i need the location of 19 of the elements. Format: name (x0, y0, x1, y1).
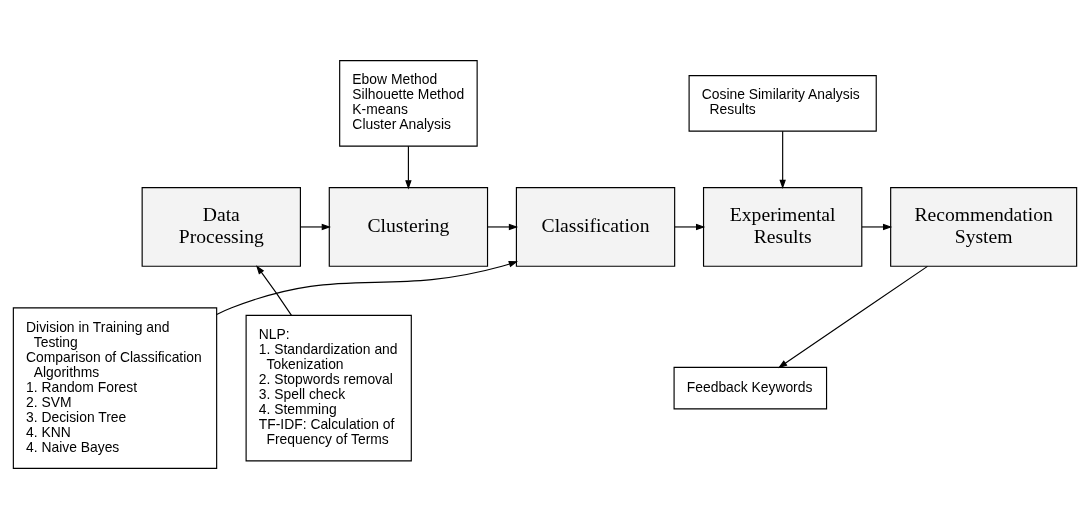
node-box: Cosine Similarity Analysis Results (688, 74, 877, 132)
node-box: Division in Training and Testing Comparison of Classification Algorithms 1. Random Forest 2. SVM 3. Decision Tree 4. KNN 4. Naive Bayes (12, 306, 218, 469)
node-box: Classification (515, 186, 676, 267)
arrow (674, 223, 706, 230)
arrow (777, 265, 929, 368)
arrow (861, 223, 893, 230)
node-box: Ebow Method Silhouette Method K-means Cluster Analysis (339, 59, 478, 147)
node-box: Clustering (328, 186, 489, 267)
arrow (405, 145, 412, 189)
node-box: Data Processing (141, 186, 301, 267)
arrow (300, 223, 331, 230)
node-box: Recommendation System (890, 186, 1078, 267)
arrow (779, 130, 786, 189)
node-box: Feedback Keywords (673, 366, 828, 409)
node-box: Experimental Results (702, 186, 863, 267)
arrow (256, 264, 293, 316)
arrow (216, 260, 519, 315)
arrow (487, 223, 519, 230)
node-box: NLP: 1. Standardization and Tokenization 2. Stopwords removal 3. Spell check 4. Stemming TF-IDF: Calculation of Frequency of Terms (245, 314, 412, 461)
